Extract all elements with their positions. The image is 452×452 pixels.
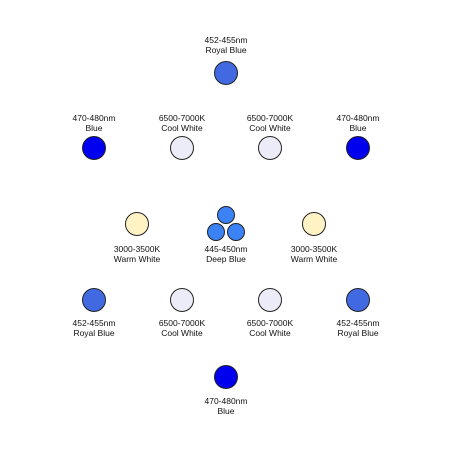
led-spec: 3000-3500K (290, 244, 338, 254)
led-type: Deep Blue (206, 254, 246, 264)
led-circle (346, 136, 370, 160)
led-spec: 6500-7000K (158, 113, 206, 123)
led-spec: 445-450nm (204, 244, 248, 254)
led-spec: 6500-7000K (246, 318, 294, 328)
led-type: Blue (349, 123, 367, 133)
led-circle (82, 288, 106, 312)
led-circle (346, 288, 370, 312)
led-type: Royal Blue (205, 45, 247, 55)
led-type: Cool White (161, 123, 203, 133)
led-circle (227, 223, 245, 241)
led-spec: 3000-3500K (113, 244, 161, 254)
led-type: Blue (85, 123, 103, 133)
led-spec: 452-455nm (204, 35, 248, 45)
led-spec: 452-455nm (336, 318, 380, 328)
led-type: Warm White (290, 254, 338, 264)
led-type: Royal Blue (73, 328, 115, 338)
led-spec: 452-455nm (72, 318, 116, 328)
led-spec: 6500-7000K (246, 113, 294, 123)
led-type: Royal Blue (337, 328, 379, 338)
led-circle (170, 136, 194, 160)
led-circle (302, 212, 326, 236)
led-circle (82, 136, 106, 160)
led-circle (258, 136, 282, 160)
led-spec: 470-480nm (72, 113, 116, 123)
led-circle (214, 61, 238, 85)
led-type: Warm White (113, 254, 161, 264)
led-circle (207, 223, 225, 241)
led-type: Cool White (249, 328, 291, 338)
led-spec: 6500-7000K (158, 318, 206, 328)
led-circle (125, 212, 149, 236)
led-type: Cool White (161, 328, 203, 338)
led-circle (170, 288, 194, 312)
led-type: Blue (217, 406, 235, 416)
led-spec: 470-480nm (204, 396, 248, 406)
led-circle (214, 365, 238, 389)
led-circle (217, 206, 235, 224)
led-circle (258, 288, 282, 312)
led-type: Cool White (249, 123, 291, 133)
led-spec: 470-480nm (336, 113, 380, 123)
